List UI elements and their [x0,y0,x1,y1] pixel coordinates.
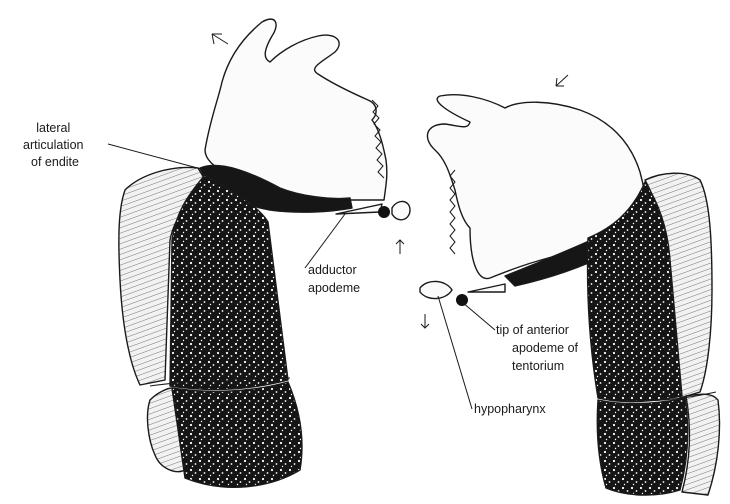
right-apodeme [468,284,505,292]
right-apodeme-knob [456,294,468,306]
left-appendage [119,19,410,487]
left-hypopharynx-piece [392,201,410,219]
left-apodeme-knob [378,206,390,218]
leader-lateral-articulation [108,144,205,170]
left-segment-4 [172,382,302,487]
arrow-up-small [396,240,404,254]
leader-adductor-apodeme [305,214,345,268]
right-hypopharynx-piece [420,281,452,298]
right-appendage [420,95,720,495]
arrow-right-down [556,75,568,86]
label-adductor-apodeme: adductor apodeme [308,263,360,295]
arrow-left-up [212,34,228,44]
arrow-down-small [421,314,429,328]
leader-hypopharynx [438,296,472,409]
label-tip-anterior-apodeme: tip of anterior apodeme of tentorium [496,323,582,373]
label-lateral-articulation: lateral articulation of endite [23,121,87,169]
leader-tip-apodeme [462,302,495,330]
label-hypopharynx: hypopharynx [474,402,546,416]
right-segment-3 [597,398,687,495]
